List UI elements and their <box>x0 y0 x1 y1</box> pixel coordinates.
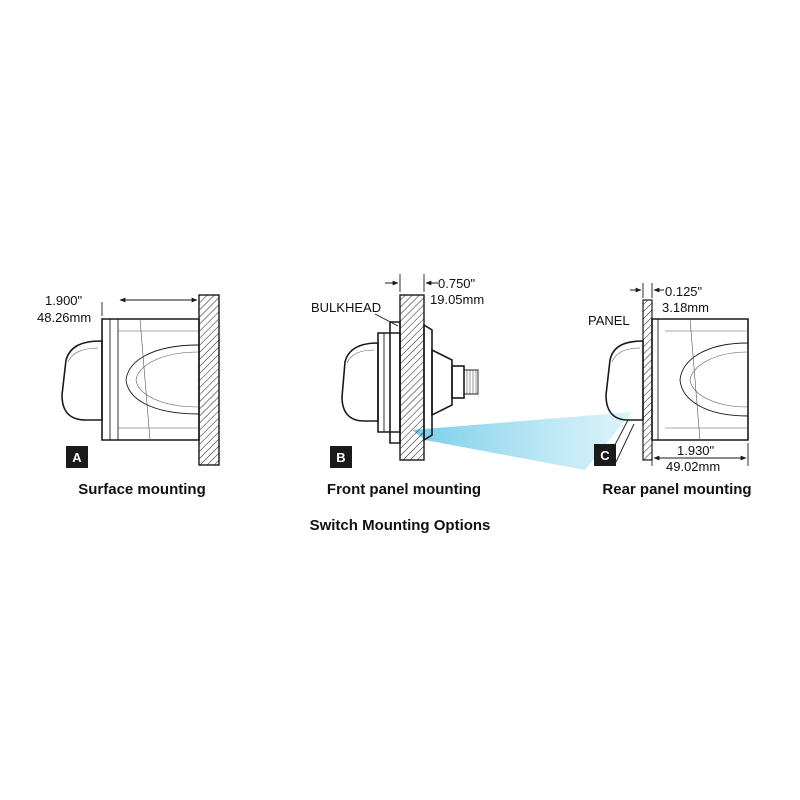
switch-body-b <box>341 321 479 444</box>
panel-a-surface-mounting: 1.900" 48.26mm A Surface mounting <box>37 293 220 498</box>
panel-c-rear-panel-mounting: 0.125" 3.18mm PANEL 1.930" 49.02mm C Rea… <box>588 283 752 498</box>
dim-c2-inches: 1.930" <box>677 443 715 458</box>
badge-b-label: B <box>336 450 345 465</box>
caption-surface-mounting: Surface mounting <box>78 481 206 498</box>
rear-panel <box>642 299 653 461</box>
caption-rear-panel-mounting: Rear panel mounting <box>602 481 751 498</box>
badge-c <box>594 444 616 466</box>
caption-front-panel-mounting: Front panel mounting <box>327 481 481 498</box>
mounting-wall <box>198 294 220 466</box>
dim-c-inches: 0.125" <box>665 284 703 299</box>
dim-b-mm: 19.05mm <box>430 292 484 307</box>
dim-a-inches: 1.900" <box>45 293 83 308</box>
dim-b-inches: 0.750" <box>438 276 476 291</box>
dim-a-mm: 48.26mm <box>37 310 91 325</box>
switch-body-c <box>605 318 749 463</box>
badge-b <box>330 446 352 468</box>
badge-a <box>66 446 88 468</box>
badge-a-label: A <box>72 450 82 465</box>
bulkhead-wall <box>399 294 425 461</box>
panel-b-front-panel-mounting: 0.750" 19.05mm BULKHEAD B Front panel mo… <box>311 274 632 498</box>
label-panel: PANEL <box>588 313 630 328</box>
dim-c2-mm: 49.02mm <box>666 459 720 474</box>
diagram-title: Switch Mounting Options <box>310 517 491 534</box>
light-beam <box>412 412 632 470</box>
switch-body-a <box>61 318 200 441</box>
dim-c-mm: 3.18mm <box>662 300 709 315</box>
badge-c-label: C <box>600 448 610 463</box>
label-bulkhead: BULKHEAD <box>311 300 381 315</box>
